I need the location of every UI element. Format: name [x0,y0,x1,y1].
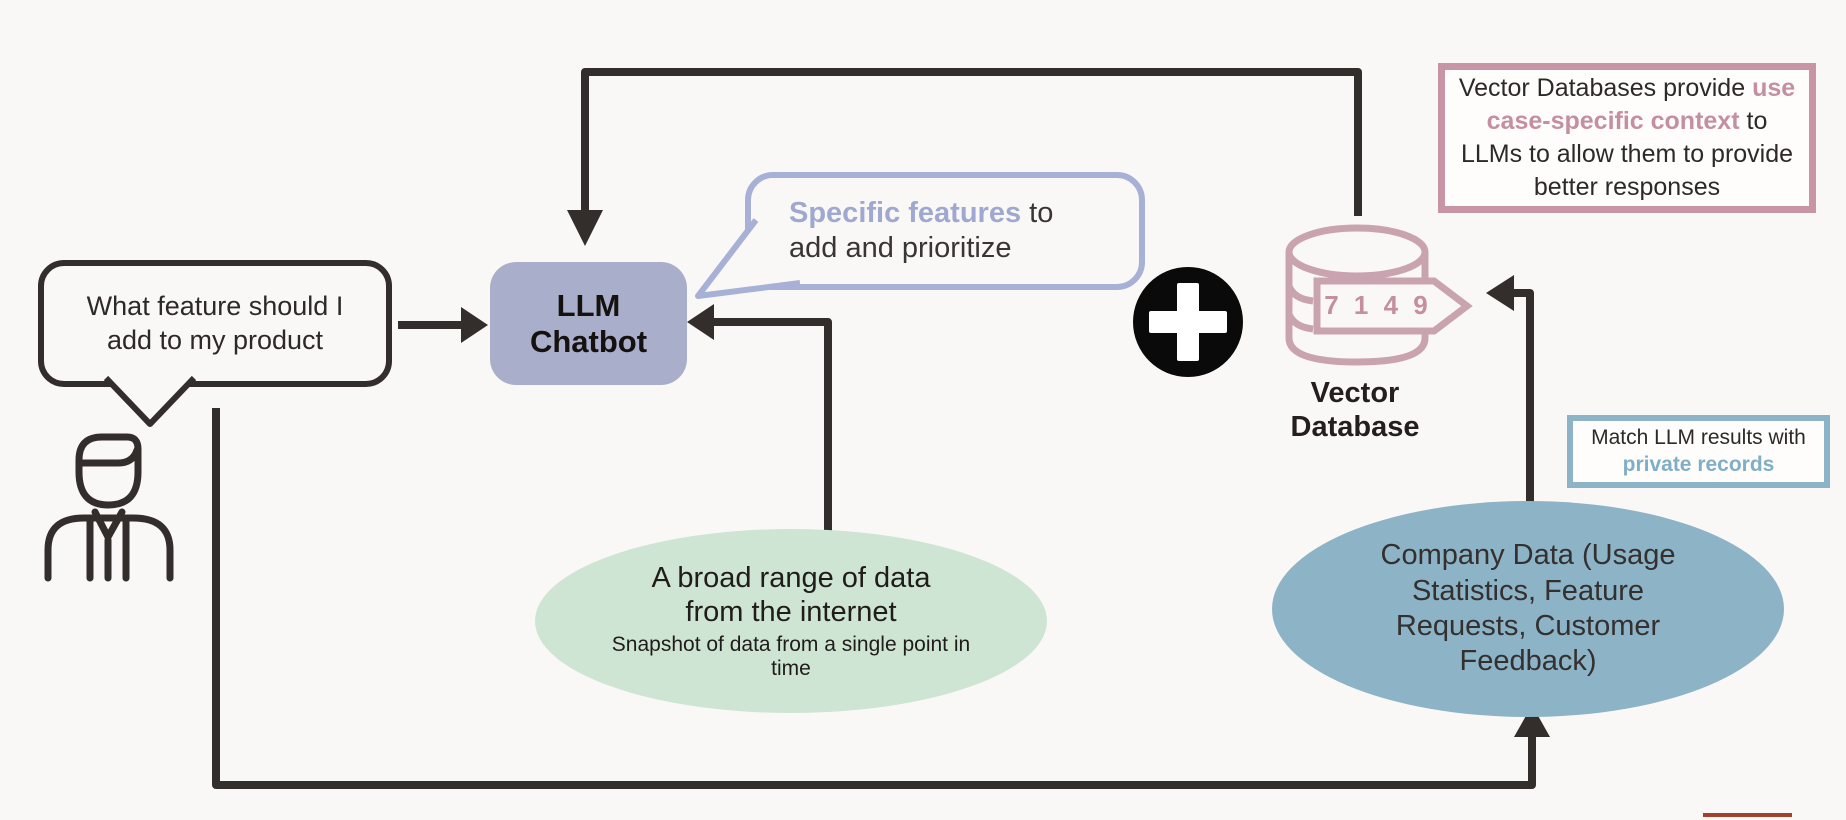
internet-data-title: A broad range of data from the internet [651,562,931,629]
vector-note-tail: to LLMs to allow them to provide better … [1460,107,1794,201]
person-icon [44,433,174,582]
arrow-internet-to-chatbot [687,304,832,534]
company-data-label: Company Data (Usage Statistics, Feature … [1380,539,1676,678]
user-question-bubble: What feature should I add to my product [38,260,392,387]
match-note-lead: Match LLM results with [1591,425,1806,449]
plus-icon [1133,267,1243,377]
arrow-user-to-chatbot [398,307,488,343]
answer-rest: to add and prioritize [789,197,1054,264]
match-note: Match LLM results with private records [1567,415,1830,488]
vector-db-note: Vector Databases provide use case-specif… [1438,63,1816,213]
internet-data-ellipse: A broad range of data from the internet … [535,529,1047,713]
vector-note-lead: Vector Databases provide [1458,74,1746,102]
vector-database-label: Vector Database [1290,377,1420,444]
llm-chatbot-label: LLM Chatbot [529,287,648,359]
llm-chatbot-node: LLM Chatbot [490,262,687,385]
company-data-ellipse: Company Data (Usage Statistics, Feature … [1272,501,1784,717]
vector-database-id-tag: 7 1 4 9 [1324,290,1432,320]
answer-highlight: Specific features [789,197,1022,230]
vector-note-highlight: use case-specific context [1486,74,1796,135]
answer-bubble: Specific features to add and prioritize [745,172,1145,290]
user-question-text: What feature should I add to my product [86,290,344,355]
arrow-company-to-db [1486,275,1534,506]
internet-data-subtitle: Snapshot of data from a single point in … [611,632,971,680]
match-note-highlight: private records [1622,452,1775,476]
